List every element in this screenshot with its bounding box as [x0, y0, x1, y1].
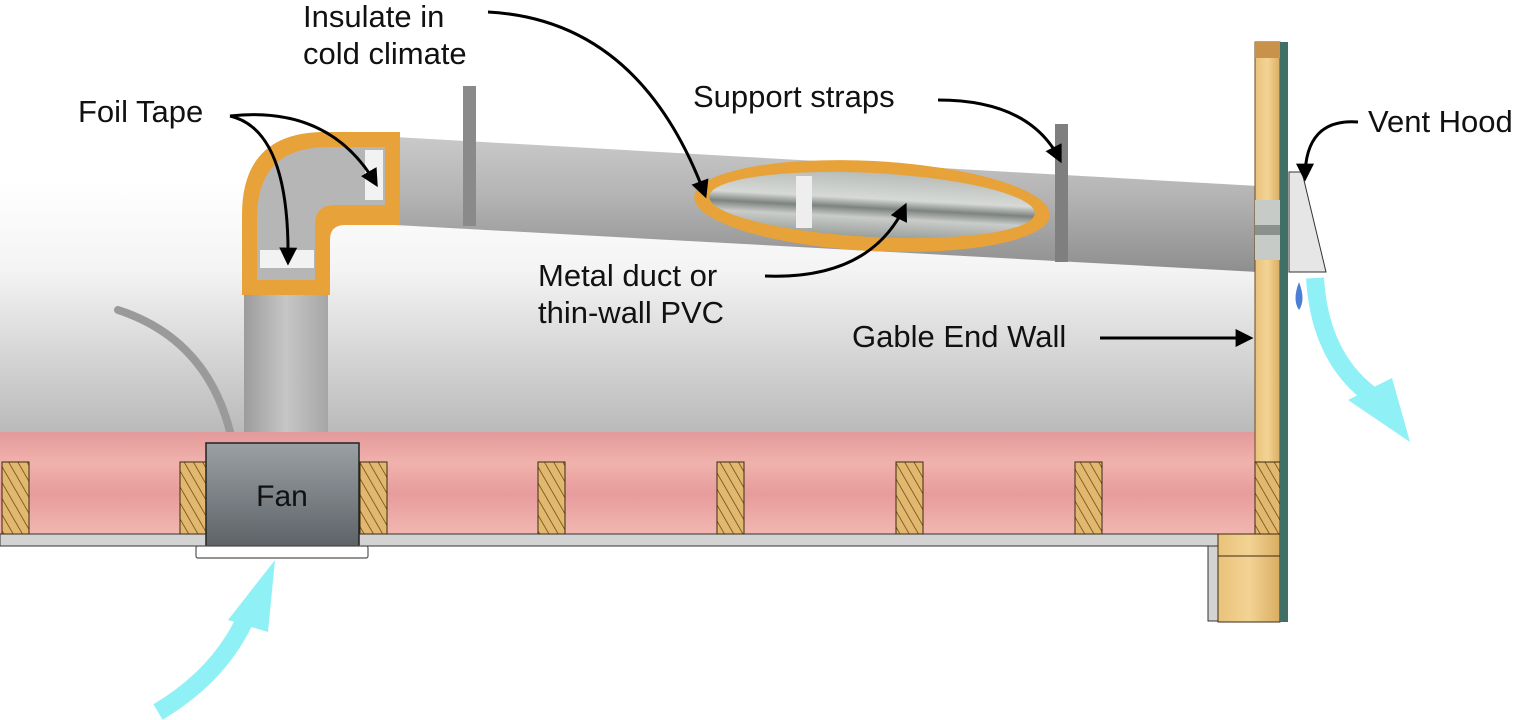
fan-housing: Fan: [195, 442, 369, 559]
label-gable-end-wall-text: Gable End Wall: [852, 319, 1066, 354]
leader-arrow-foil-tape-upper: [229, 113, 378, 188]
label-metal-duct: Metal duct or thin-wall PVC: [538, 202, 907, 330]
label-vent-hood: Vent Hood: [1296, 104, 1513, 182]
intake-airflow-arrow: [153, 560, 275, 720]
wall-top-plate: [1255, 42, 1280, 58]
label-gable-end-wall: Gable End Wall: [852, 319, 1254, 354]
label-support-straps: Support straps: [693, 79, 1062, 164]
exterior-siding: [1280, 42, 1288, 622]
gable-end-wall: [1217, 41, 1288, 623]
vertical-duct: [244, 295, 328, 445]
exhaust-airflow-arrow: [1306, 277, 1410, 442]
label-foil-tape-text: Foil Tape: [78, 94, 203, 129]
label-foil-tape: Foil Tape: [78, 94, 378, 266]
leader-arrow-vent-hood: [1296, 120, 1359, 182]
ceiling-joist: [1, 461, 30, 535]
leader-arrow-support-straps: [937, 98, 1062, 164]
fan-grille: [195, 545, 369, 559]
support-strap-left: [463, 86, 476, 226]
ceiling-joist: [537, 461, 566, 535]
ceiling-edge: [1207, 545, 1219, 622]
wall-bottom-plate: [1217, 533, 1281, 623]
duct-collar-band: [1255, 225, 1280, 235]
wall-plate-hatched: [1254, 461, 1281, 535]
foil-tape-upper: [365, 150, 383, 200]
leader-arrow-insulate: [487, 10, 709, 199]
label-insulate: Insulate in cold climate: [303, 0, 709, 199]
vent-hood: [1288, 171, 1327, 273]
ceiling-joist: [1074, 461, 1103, 535]
leader-arrow-foil-tape-lower: [229, 114, 298, 266]
ceiling-drywall: [0, 533, 1219, 547]
label-metal-duct-line1: Metal duct or: [538, 258, 717, 293]
label-vent-hood-text: Vent Hood: [1368, 104, 1513, 139]
label-insulate-line1: Insulate in: [303, 0, 444, 34]
power-cord: [114, 306, 236, 444]
label-support-straps-text: Support straps: [693, 79, 895, 114]
label-metal-duct-line2: thin-wall PVC: [538, 295, 724, 330]
fan-label: Fan: [256, 480, 308, 513]
insulation-cutaway: [694, 160, 1050, 252]
ceiling-joists: [1, 461, 1103, 535]
ceiling-joist: [716, 461, 745, 535]
ceiling-joist: [359, 461, 388, 535]
support-strap-right: [1055, 124, 1068, 262]
ceiling-joist: [179, 461, 208, 535]
label-insulate-line2: cold climate: [303, 36, 467, 71]
water-drop-icon: [1295, 282, 1303, 310]
ceiling-joist: [895, 461, 924, 535]
leader-arrow-metal-duct: [764, 202, 907, 278]
